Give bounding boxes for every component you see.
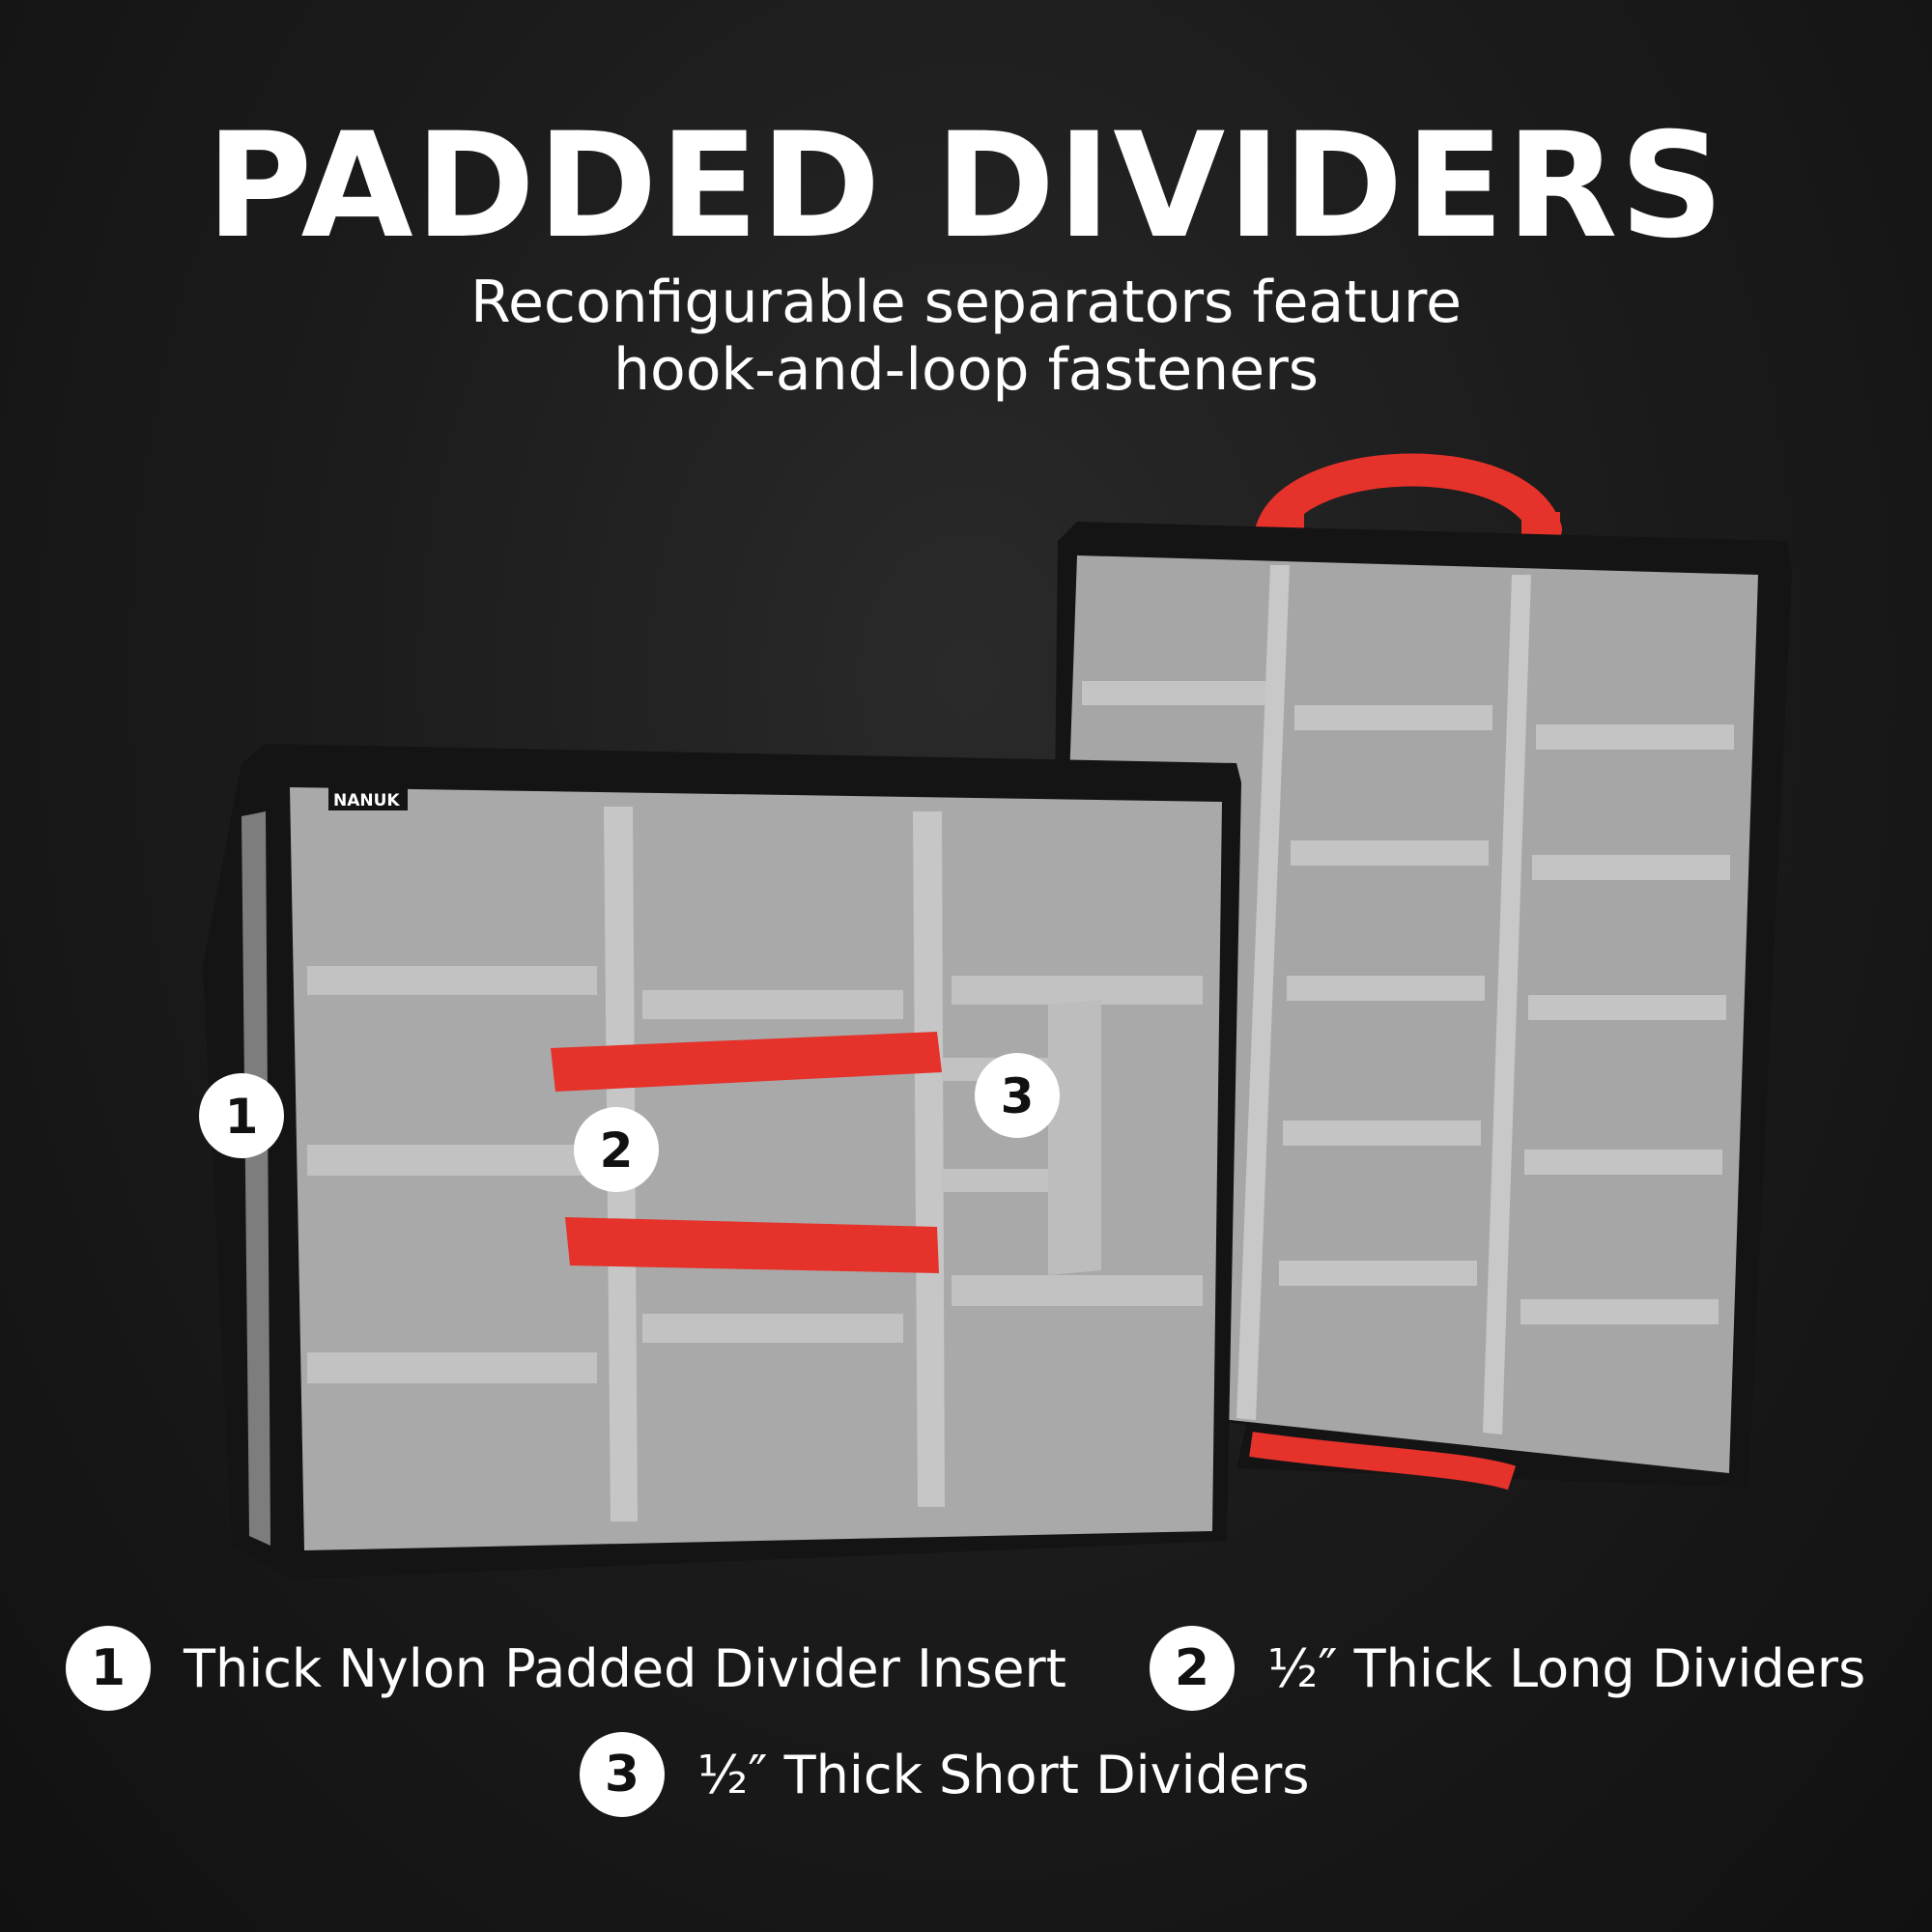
front-side-padding: [242, 811, 270, 1546]
front-divider-insert: NANUK: [203, 744, 1241, 1579]
front-short-divider: [307, 1352, 597, 1383]
subtitle-line-2: hook-and-loop fasteners: [612, 336, 1320, 404]
front-short-divider: [942, 1169, 1048, 1192]
back-short-divider: [1294, 705, 1492, 730]
front-red-strap-lower: [565, 1217, 939, 1273]
front-short-divider: [307, 966, 597, 995]
back-top-handle: [1254, 453, 1562, 553]
legend-badge-3: 3: [580, 1732, 665, 1817]
front-short-divider: [952, 976, 1203, 1005]
legend-label-3: ½″ Thick Short Dividers: [697, 1744, 1310, 1805]
legend-item-2: 2 ½″ Thick Long Dividers: [1150, 1626, 1865, 1711]
svg-text:1: 1: [225, 1089, 259, 1145]
brand-logo: NANUK: [333, 791, 400, 810]
front-red-strap-upper: [551, 1032, 942, 1092]
back-short-divider: [1082, 681, 1265, 705]
page-subtitle: Reconfigurable separators feature hook-a…: [0, 269, 1932, 404]
front-small-compartment: [1048, 1000, 1101, 1275]
back-short-divider: [1536, 724, 1734, 750]
back-short-divider: [1524, 1150, 1722, 1175]
svg-text:2: 2: [600, 1122, 634, 1179]
legend-badge-1: 1: [66, 1626, 151, 1711]
back-short-divider: [1287, 976, 1485, 1001]
back-short-divider: [1528, 995, 1726, 1020]
front-short-divider: [642, 1314, 903, 1343]
legend-item-1: 1 Thick Nylon Padded Divider Insert: [66, 1626, 1066, 1711]
subtitle-line-1: Reconfigurable separators feature: [469, 269, 1463, 336]
front-long-divider-2: [913, 811, 945, 1507]
legend-badge-2: 2: [1150, 1626, 1235, 1711]
page-title: PADDED DIVIDERS: [206, 102, 1726, 270]
back-short-divider: [1279, 1261, 1477, 1286]
svg-text:3: 3: [1001, 1068, 1035, 1124]
back-short-divider: [1291, 840, 1489, 866]
front-short-divider: [642, 990, 903, 1019]
back-short-divider: [1532, 855, 1730, 880]
back-long-divider-2: [1483, 575, 1531, 1435]
back-short-divider: [1520, 1299, 1719, 1324]
legend-label-1: Thick Nylon Padded Divider Insert: [184, 1637, 1066, 1699]
back-long-divider-1: [1236, 565, 1290, 1420]
callout-marker-1: 1: [199, 1073, 284, 1158]
legend-label-2: ½″ Thick Long Dividers: [1267, 1637, 1866, 1699]
front-short-divider: [952, 1275, 1203, 1306]
back-short-divider: [1283, 1121, 1481, 1146]
callout-marker-3: 3: [975, 1053, 1060, 1138]
back-bottom-strap: [1249, 1432, 1517, 1491]
legend-item-3: 3 ½″ Thick Short Dividers: [580, 1732, 1309, 1817]
brand-logo-badge: [328, 787, 408, 810]
callout-marker-2: 2: [574, 1107, 659, 1192]
front-short-divider: [307, 1145, 597, 1176]
